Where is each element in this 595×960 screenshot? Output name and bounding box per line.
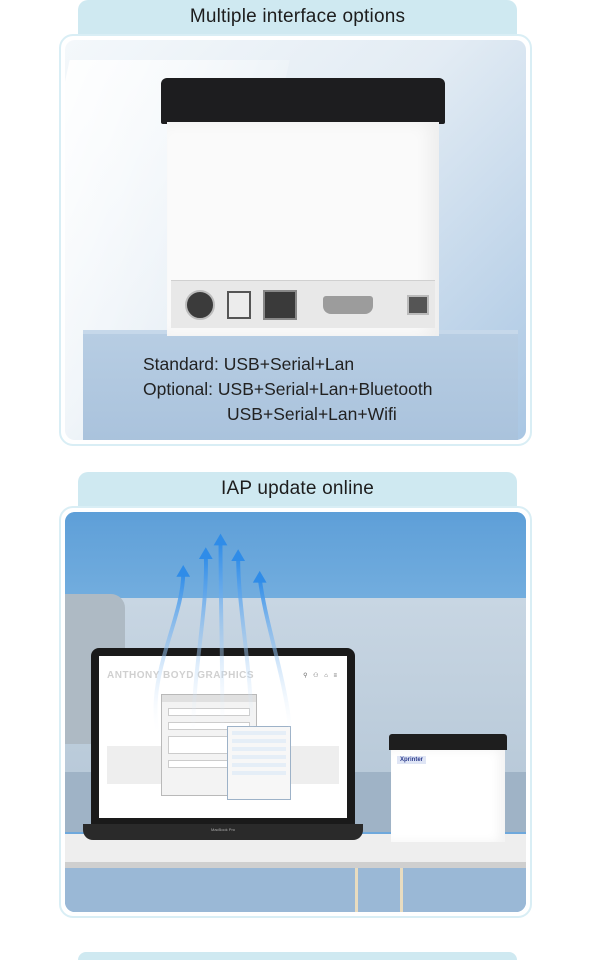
optional-interfaces-wifi: USB+Serial+Lan+Wifi: [227, 404, 397, 424]
laptop-display: ANTHONY BOYD GRAPHICS ⚲ ⚇ ⌂ ≡: [99, 656, 347, 818]
standard-interfaces: Standard: USB+Serial+Lan: [143, 354, 355, 374]
section-title-text: Multiple interface options: [189, 6, 406, 27]
laptop-base: MacBook Pro: [83, 824, 363, 840]
lan-port-icon: [263, 289, 297, 320]
table-leg: [400, 868, 403, 912]
power-port-icon: [185, 289, 215, 320]
laptop-model-label: MacBook Pro: [210, 827, 235, 832]
file-picker-dialog: [227, 726, 291, 800]
printer-port-panel: [171, 280, 435, 328]
pedestal: [83, 334, 518, 440]
usb-port-icon: [407, 294, 429, 315]
cash-drawer-port-icon: [227, 290, 251, 319]
printer-lid: [161, 78, 445, 124]
section-title-text: IAP update online: [220, 478, 375, 499]
laptop: ANTHONY BOYD GRAPHICS ⚲ ⚇ ⌂ ≡: [91, 648, 355, 826]
printer-ports-photo: Standard: USB+Serial+Lan Optional: USB+S…: [65, 40, 526, 440]
section-title-iap: IAP update online: [78, 472, 517, 506]
section-title-interfaces: Multiple interface options: [78, 0, 517, 34]
optional-interfaces: Optional: USB+Serial+Lan+Bluetooth: [143, 379, 433, 399]
interface-list: Standard: USB+Serial+Lan Optional: USB+S…: [143, 352, 432, 427]
site-nav-icons: ⚲ ⚇ ⌂ ≡: [303, 673, 339, 679]
printer-body: Xprinter: [391, 750, 505, 842]
floor: [65, 868, 526, 912]
interfaces-panel: Standard: USB+Serial+Lan Optional: USB+S…: [59, 34, 532, 446]
printer-lid: [389, 734, 507, 750]
iap-panel: ANTHONY BOYD GRAPHICS ⚲ ⚇ ⌂ ≡ MacBook: [59, 506, 532, 918]
receipt-printer-front: Xprinter: [389, 734, 507, 842]
next-section-tab: [78, 952, 517, 960]
receipt-printer-rear: [161, 78, 445, 336]
table-edge: [65, 862, 526, 868]
serial-port-icon: [323, 295, 373, 314]
site-title: ANTHONY BOYD GRAPHICS: [107, 670, 254, 681]
table-leg: [355, 868, 358, 912]
iap-update-photo: ANTHONY BOYD GRAPHICS ⚲ ⚇ ⌂ ≡ MacBook: [65, 512, 526, 912]
printer-brand-label: Xprinter: [397, 756, 427, 764]
